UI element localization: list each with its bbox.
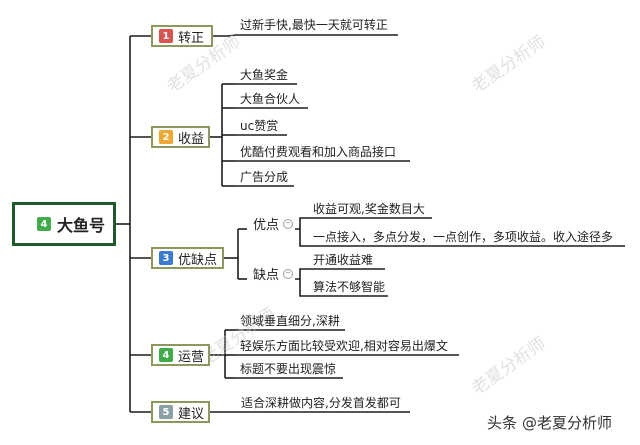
leaf-node[interactable]: 优酷付费观看和加入商品接口 xyxy=(240,145,397,159)
leaf-node[interactable]: 大鱼合伙人 xyxy=(240,92,301,106)
priority-badge: 1 xyxy=(159,29,173,43)
branch-label: 转正 xyxy=(178,30,205,46)
credit-handle: @老夏分析师 xyxy=(522,414,613,432)
priority-badge: 4 xyxy=(159,348,173,362)
leaf-node[interactable]: 广告分成 xyxy=(240,170,289,184)
branch-node-shouyi[interactable]: 2 收益 xyxy=(151,126,210,148)
branch-node-jianyi[interactable]: 5 建议 xyxy=(151,401,210,423)
leaf-node[interactable]: uc赞赏 xyxy=(240,119,279,133)
leaf-node[interactable]: 收益可观,奖金数目大 xyxy=(313,202,425,216)
branch-label: 建议 xyxy=(178,406,205,422)
branch-label: 优缺点 xyxy=(178,252,218,268)
credit-prefix: 头条 xyxy=(487,414,518,432)
priority-badge: 5 xyxy=(159,405,173,419)
sub-node-pros[interactable]: 优点 − xyxy=(253,214,294,233)
leaf-node[interactable]: 领域垂直细分,深耕 xyxy=(240,314,340,328)
branch-label: 收益 xyxy=(178,131,205,147)
branch-node-zhuanzheng[interactable]: 1 转正 xyxy=(151,25,213,47)
leaf-node[interactable]: 适合深耕做内容,分发首发都可 xyxy=(241,396,401,410)
sub-node-label: 优点 xyxy=(253,218,280,233)
priority-badge: 4 xyxy=(37,217,51,231)
sub-node-label: 缺点 xyxy=(253,268,280,283)
root-label: 大鱼号 xyxy=(57,216,106,235)
source-credit: 头条 @老夏分析师 xyxy=(487,412,612,433)
leaf-node[interactable]: 一点接入，多点分发，一点创作，多项收益。收入途径多 xyxy=(313,230,614,244)
leaf-node[interactable]: 开通收益难 xyxy=(313,253,374,267)
root-node[interactable]: 4 大鱼号 xyxy=(12,202,116,246)
priority-badge: 3 xyxy=(159,251,173,265)
branch-node-yunying[interactable]: 4 运营 xyxy=(151,344,210,366)
leaf-node[interactable]: 过新手快,最快一天就可转正 xyxy=(240,18,388,32)
leaf-node[interactable]: 标题不要出现震惊 xyxy=(240,362,337,376)
leaf-node[interactable]: 轻娱乐方面比较受欢迎,相对容易出爆文 xyxy=(240,339,448,353)
leaf-node[interactable]: 大鱼奖金 xyxy=(240,68,289,82)
branch-label: 运营 xyxy=(178,349,205,365)
branch-node-youquedian[interactable]: 3 优缺点 xyxy=(151,247,224,269)
sub-node-cons[interactable]: 缺点 − xyxy=(253,264,294,283)
priority-badge: 2 xyxy=(159,130,173,144)
collapse-icon[interactable]: − xyxy=(283,218,294,229)
collapse-icon[interactable]: − xyxy=(283,268,294,279)
leaf-node[interactable]: 算法不够智能 xyxy=(313,280,386,294)
